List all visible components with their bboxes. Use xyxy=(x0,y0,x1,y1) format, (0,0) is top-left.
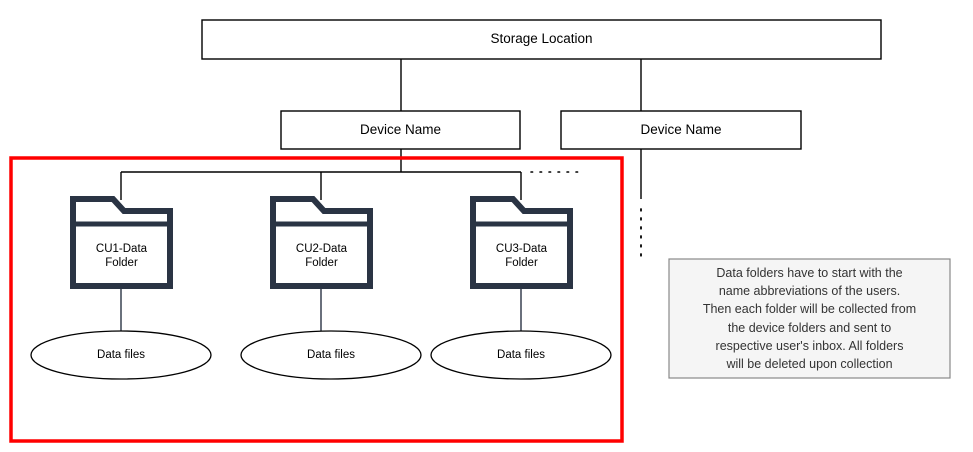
device-name-box-1[interactable] xyxy=(280,110,521,150)
data-files-ellipse-2[interactable] xyxy=(240,330,422,380)
note-box xyxy=(668,258,951,379)
data-files-ellipse-1[interactable] xyxy=(30,330,212,380)
data-files-ellipse-3[interactable] xyxy=(430,330,612,380)
connector-device1-to-folders xyxy=(120,149,522,200)
folder-shape-1[interactable] xyxy=(70,196,173,289)
storage-location-box[interactable] xyxy=(201,19,882,60)
connector-storage-to-devices xyxy=(400,59,642,111)
device-name-box-2[interactable] xyxy=(560,110,802,150)
folder-shape-2[interactable] xyxy=(270,196,373,289)
highlight-region-border xyxy=(9,156,624,443)
folder-shape-3[interactable] xyxy=(470,196,573,289)
connector-folders-to-datafiles xyxy=(120,287,522,331)
